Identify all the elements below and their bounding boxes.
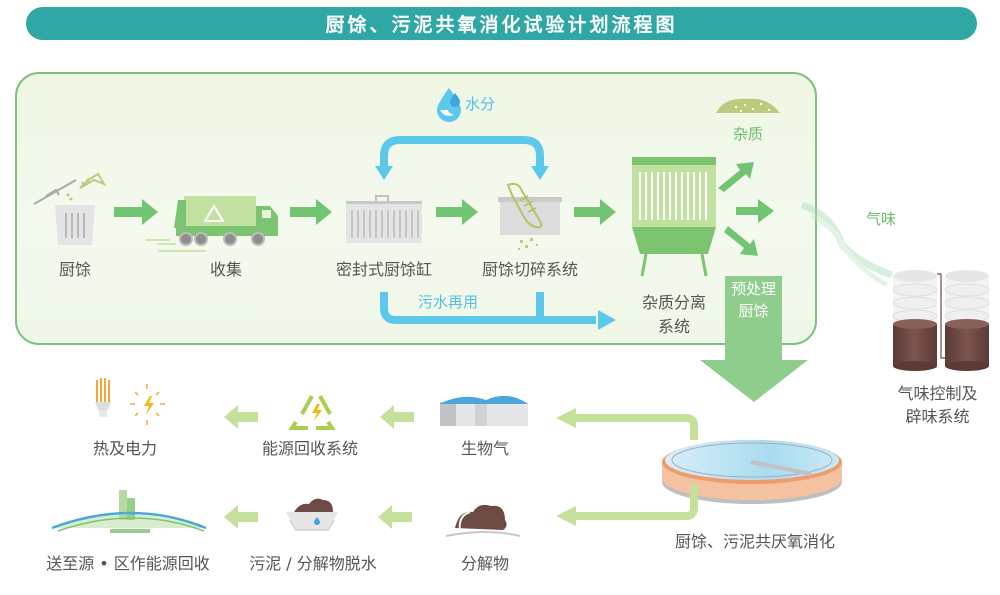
digestion-tank-icon [662,440,842,504]
heat-power-label: 热及电力 [92,439,157,458]
landfill-icon [51,490,207,533]
digestate-return-arrow [556,484,698,526]
separator-icon [632,157,716,277]
flow-arrow-left [378,505,412,529]
flow-arrow [436,199,478,225]
odor-label: 气味 [866,210,897,228]
flow-arrow [290,199,332,225]
digestion-label: 厨馀、污泥共厌氧消化 [674,532,835,551]
odor-control-label-line1: 气味控制及 [897,384,978,403]
landfill-energy-label: 送至源 • 区作能源回收 [46,554,210,573]
odor-scrubber-icon [892,270,990,371]
water-label: 水分 [465,95,496,113]
flow-arrow [114,199,158,225]
impurity-label: 杂质 [733,125,764,143]
biogas-return-arrow [556,408,698,440]
odor-control-label-line2: 辟味系统 [905,407,970,426]
sealed-container-icon [346,195,422,243]
odor-wisp-icon [800,201,894,288]
flow-arrow-left [380,405,414,429]
diagram-title: 厨馀、污泥共氧消化试验计划流程图 [325,14,678,36]
title-bar: 厨馀、污泥共氧消化试验计划流程图 [26,7,977,40]
flow-arrow-left [224,505,258,529]
step-label-sealed-container: 密封式厨馀缸 [335,260,432,279]
flow-arrow-left [224,405,258,429]
digestate-label: 分解物 [460,554,509,573]
biogas-label: 生物气 [460,439,509,458]
energy-recycle-icon [288,395,336,430]
dewatering-label: 污泥 / 分解物脱水 [249,554,377,573]
step-label-separator-line2: 系统 [657,317,690,336]
bulb-power-icon [95,378,165,425]
water-flow-loop [375,136,549,180]
flow-arrow [574,199,616,225]
biogas-tank-icon [440,395,528,426]
pretreated-line1: 预处理 [730,280,776,298]
pretreated-down-arrow [700,276,808,402]
impurity-arrow [718,162,754,192]
digestate-icon [445,504,521,537]
odor-arrow [736,199,774,223]
energy-recovery-label: 能源回收系统 [261,439,358,458]
pretreated-arrow [724,226,758,256]
step-label-separator-line1: 杂质分离 [641,293,706,312]
pretreated-line2: 厨馀 [738,302,769,320]
step-label-shredder: 厨馀切碎系统 [481,260,578,279]
step-label-food-waste: 厨馀 [58,260,91,279]
shredder-icon [498,182,562,250]
trash-bin-icon [33,172,107,245]
wastewater-reuse-flow [380,292,616,330]
impurity-pile-icon [716,98,780,113]
pretreated-food-waste-label: 预处理 厨馀 [725,278,782,322]
garbage-truck-icon [146,196,278,252]
step-label-collection: 收集 [209,260,242,279]
wastewater-reuse-label: 污水再用 [418,293,479,311]
water-drop-icon [437,88,461,122]
dewatering-icon [286,498,338,531]
